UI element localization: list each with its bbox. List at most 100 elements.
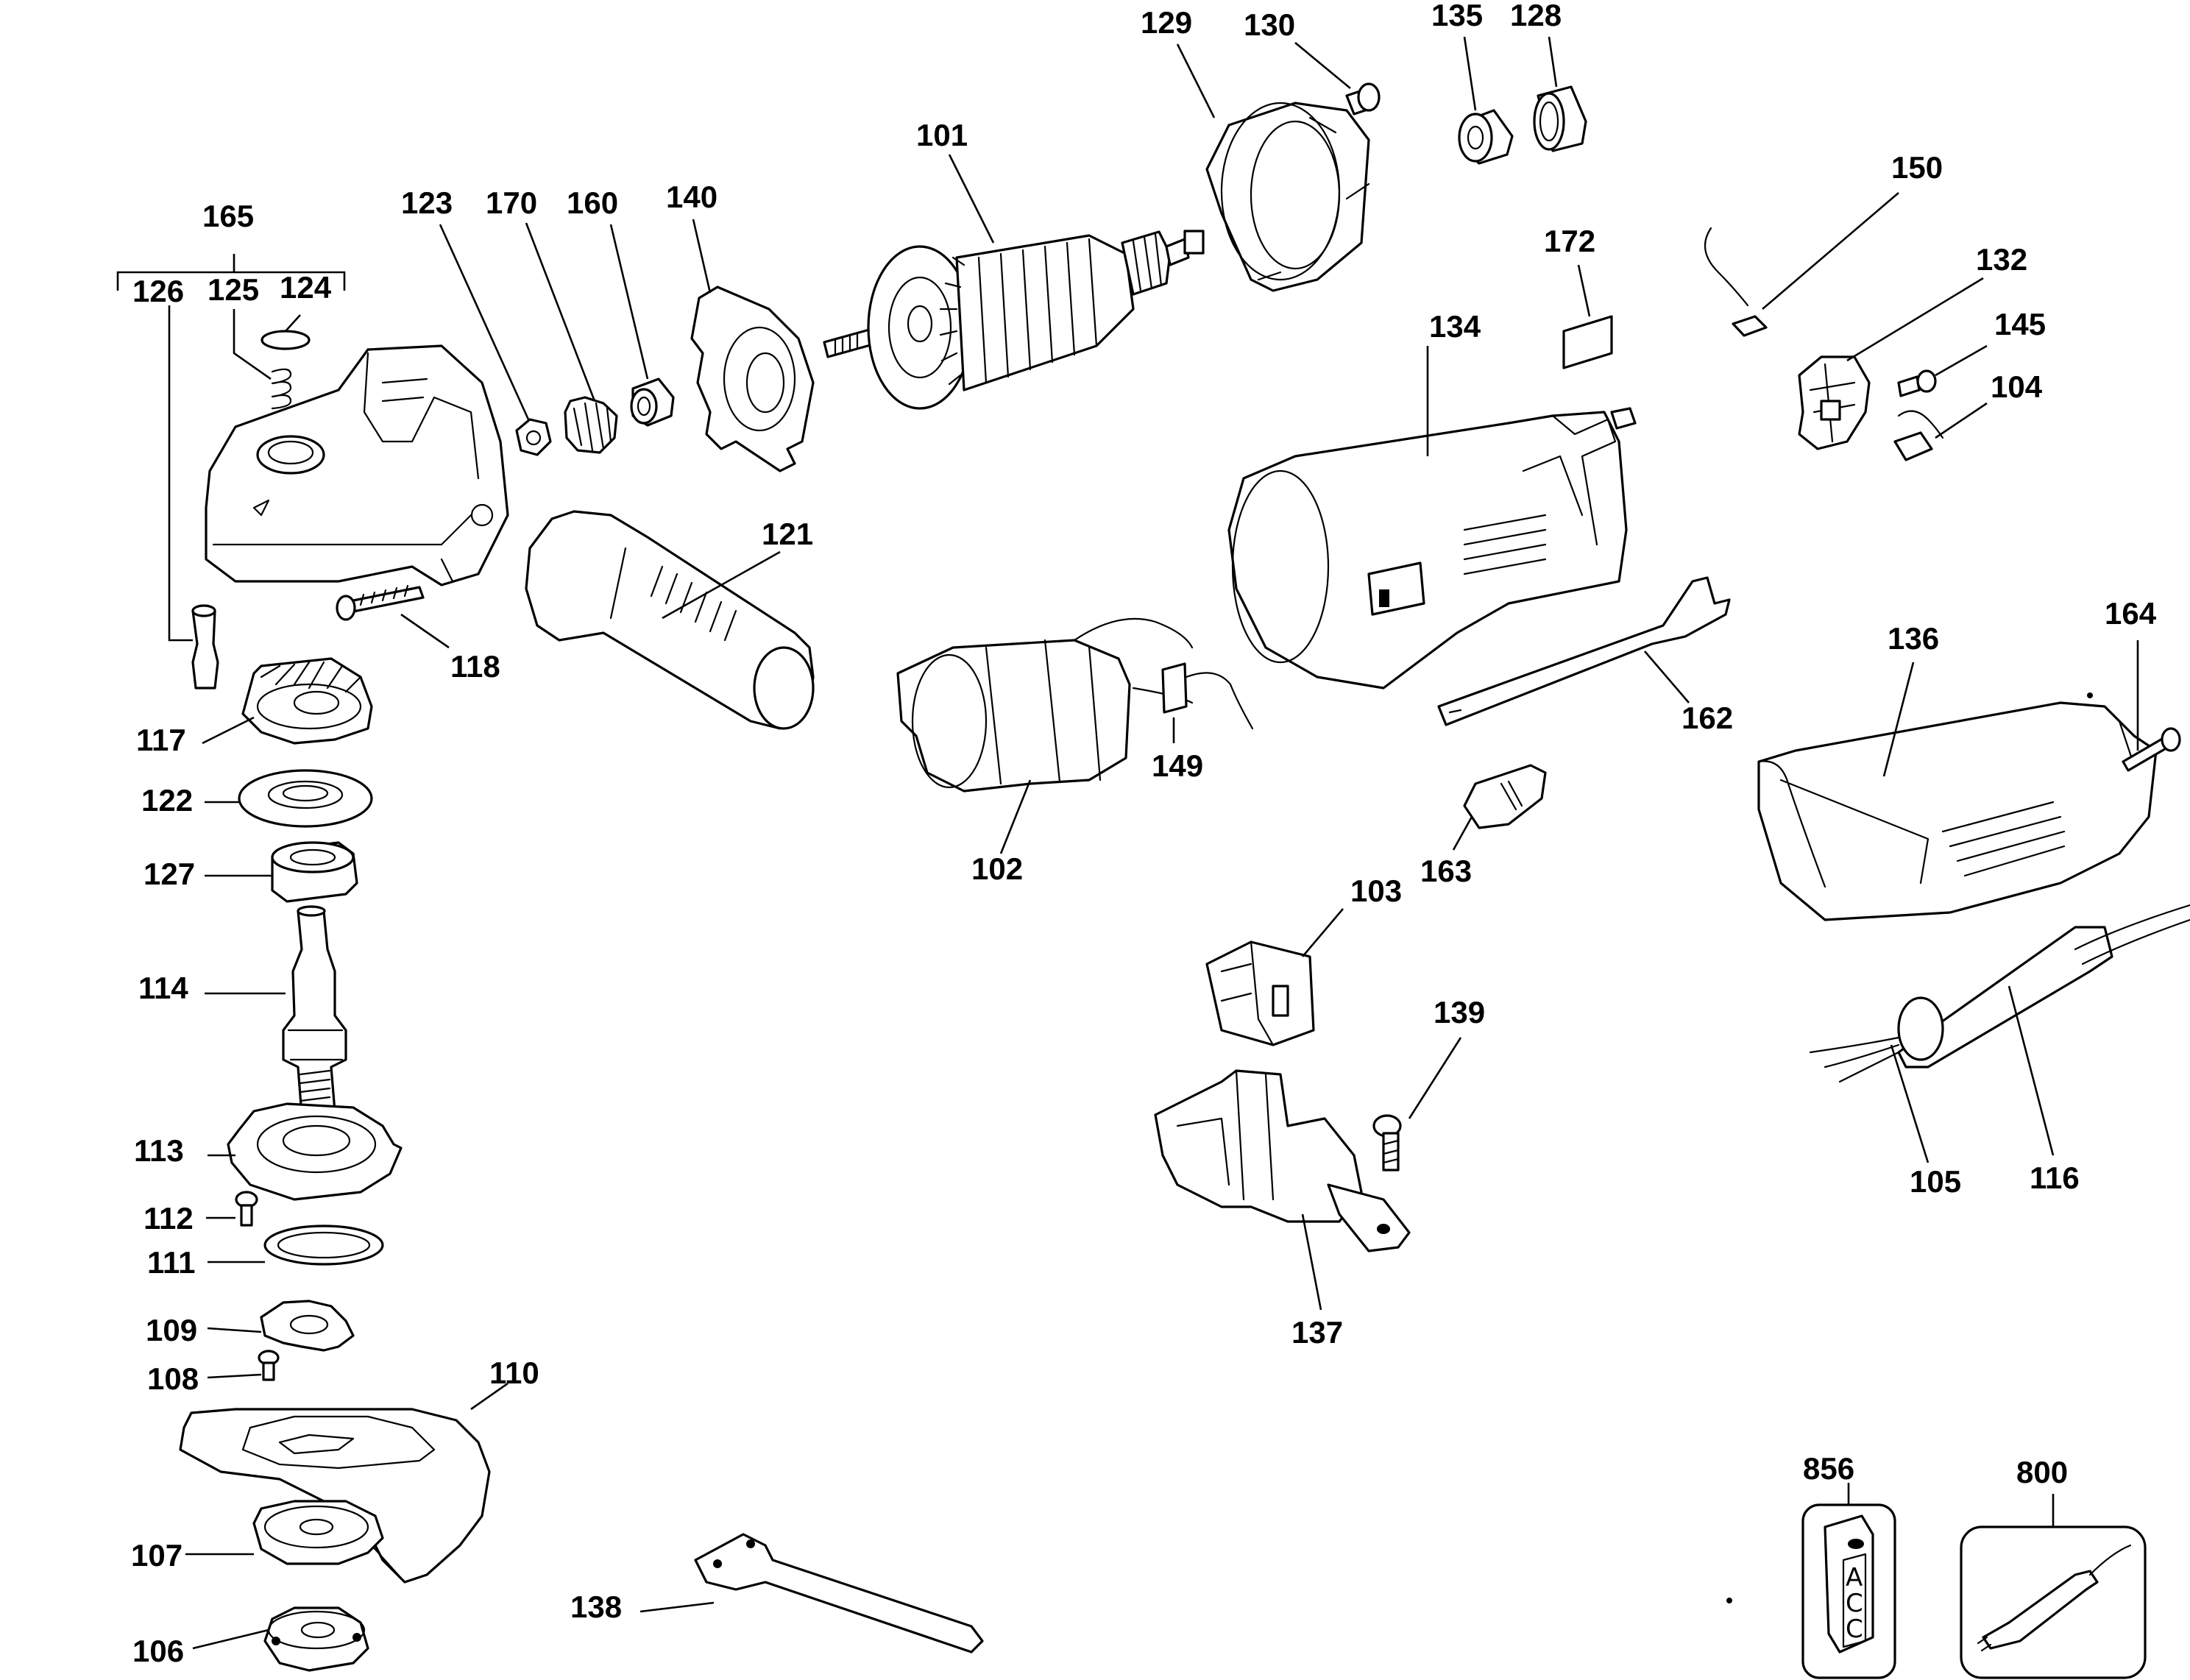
label-104: 104: [1991, 369, 2043, 404]
part-138-spanner-wrench: [639, 1533, 984, 1654]
label-138: 138: [570, 1589, 622, 1624]
label-129: 129: [1141, 5, 1192, 40]
label-170: 170: [486, 185, 537, 220]
part-104-carbon-brush: [1893, 402, 1988, 461]
label-118: 118: [450, 649, 500, 684]
part-137-switch-housing: [1154, 1069, 1411, 1311]
part-132-brush-holder: [1798, 277, 1984, 450]
label-140: 140: [666, 180, 717, 214]
part-113-bearing-flange: [208, 1102, 403, 1201]
part-122-bearing-retainer: [205, 769, 373, 828]
label-122: 122: [141, 783, 193, 818]
label-105: 105: [1910, 1164, 1961, 1199]
acc-letter-a: A: [1846, 1563, 1863, 1592]
label-109: 109: [146, 1313, 197, 1347]
label-164: 164: [2105, 596, 2157, 631]
part-103-switch: [1205, 908, 1344, 1046]
label-163: 163: [1420, 854, 1472, 888]
part-134-motor-housing: [1227, 346, 1637, 690]
part-129-bearing-housing: [1176, 43, 1370, 292]
part-130-plug: [1294, 41, 1381, 116]
part-111-o-ring: [208, 1224, 384, 1266]
label-112: 112: [143, 1201, 194, 1236]
label-172: 172: [1544, 224, 1595, 258]
label-150: 150: [1891, 150, 1943, 185]
part-126-spindle-lock-pin: [168, 305, 219, 690]
label-149: 149: [1152, 748, 1203, 783]
part-170-pinion-gear: [525, 222, 618, 454]
part-135-bearing: [1458, 36, 1514, 165]
label-124: 124: [280, 270, 332, 305]
part-163-switch-button: [1452, 764, 1547, 851]
acc-letter-c1: C: [1846, 1589, 1863, 1618]
label-132: 132: [1976, 242, 2027, 277]
label-108: 108: [147, 1361, 199, 1396]
label-110: 110: [489, 1355, 539, 1390]
label-103: 103: [1350, 873, 1402, 908]
part-110-wheel-guard: [179, 1382, 508, 1584]
part-106-clamp-nut: [192, 1606, 369, 1672]
label-130: 130: [1244, 7, 1295, 42]
label-800: 800: [2016, 1455, 2068, 1489]
label-117: 117: [136, 723, 186, 757]
part-139-screw: [1372, 1037, 1462, 1172]
part-123-nut: [439, 224, 552, 456]
kit-bracket-165: [116, 254, 346, 291]
part-101-armature: [823, 154, 1205, 410]
acc-letter-c2: C: [1846, 1615, 1863, 1644]
part-107-backing-flange: [185, 1500, 384, 1565]
part-118-screw: [336, 584, 450, 649]
label-127: 127: [143, 857, 195, 891]
label-856: 856: [1803, 1451, 1854, 1486]
part-108-screw: [207, 1350, 280, 1381]
label-134: 134: [1429, 309, 1481, 344]
label-102: 102: [971, 851, 1023, 886]
part-128-sleeve: [1533, 36, 1587, 152]
label-107: 107: [131, 1538, 182, 1573]
label-139: 139: [1434, 995, 1485, 1029]
label-116: 116: [2030, 1160, 2080, 1195]
label-128: 128: [1510, 0, 1562, 32]
stray-dot: [2087, 692, 2093, 698]
label-121: 121: [762, 517, 813, 551]
part-105-cord-protector: [1809, 996, 1944, 1163]
label-145: 145: [1994, 307, 2046, 341]
part-127-ball-bearing: [205, 841, 358, 903]
part-149-terminal: [1161, 662, 1254, 743]
part-160-bearing: [609, 224, 675, 427]
part-150-brush: [1704, 192, 1899, 337]
part-136-rear-housing: [1757, 662, 2158, 921]
label-101: 101: [916, 118, 968, 152]
part-172-label: [1562, 264, 1613, 369]
label-126: 126: [132, 274, 184, 308]
label-114: 114: [138, 971, 188, 1005]
part-125-spring: [233, 309, 292, 410]
label-125: 125: [208, 272, 259, 307]
part-124-o-ring: [261, 314, 311, 350]
gear-head-housing: [205, 344, 509, 586]
part-856-accessory-label: A C C: [1801, 1483, 1896, 1679]
label-162: 162: [1682, 701, 1733, 735]
part-140-baffle-plate: [690, 219, 815, 472]
callout-labels: 101 102 103 104 105 106 107 108 109 110 …: [131, 0, 2157, 1668]
part-800-accessory-kit: [1960, 1494, 2147, 1679]
label-165: 165: [202, 199, 254, 233]
part-164-screw: [2122, 640, 2181, 772]
part-117-bevel-gear: [202, 657, 373, 745]
part-121-side-handle: [525, 510, 815, 730]
label-123: 123: [401, 185, 453, 220]
part-116-power-cord: [1897, 904, 2190, 1156]
part-109-guard-clamp: [207, 1300, 355, 1352]
stray-dot: [1726, 1598, 1732, 1603]
label-136: 136: [1888, 621, 1939, 656]
part-145-screw: [1897, 344, 1988, 397]
label-160: 160: [567, 185, 618, 220]
label-135: 135: [1431, 0, 1483, 32]
label-113: 113: [134, 1133, 184, 1168]
part-162-switch-rod: [1437, 576, 1731, 726]
part-102-field-stator: [896, 617, 1194, 854]
label-137: 137: [1291, 1315, 1343, 1350]
part-112-screw: [206, 1191, 258, 1227]
label-111: 111: [147, 1245, 195, 1280]
